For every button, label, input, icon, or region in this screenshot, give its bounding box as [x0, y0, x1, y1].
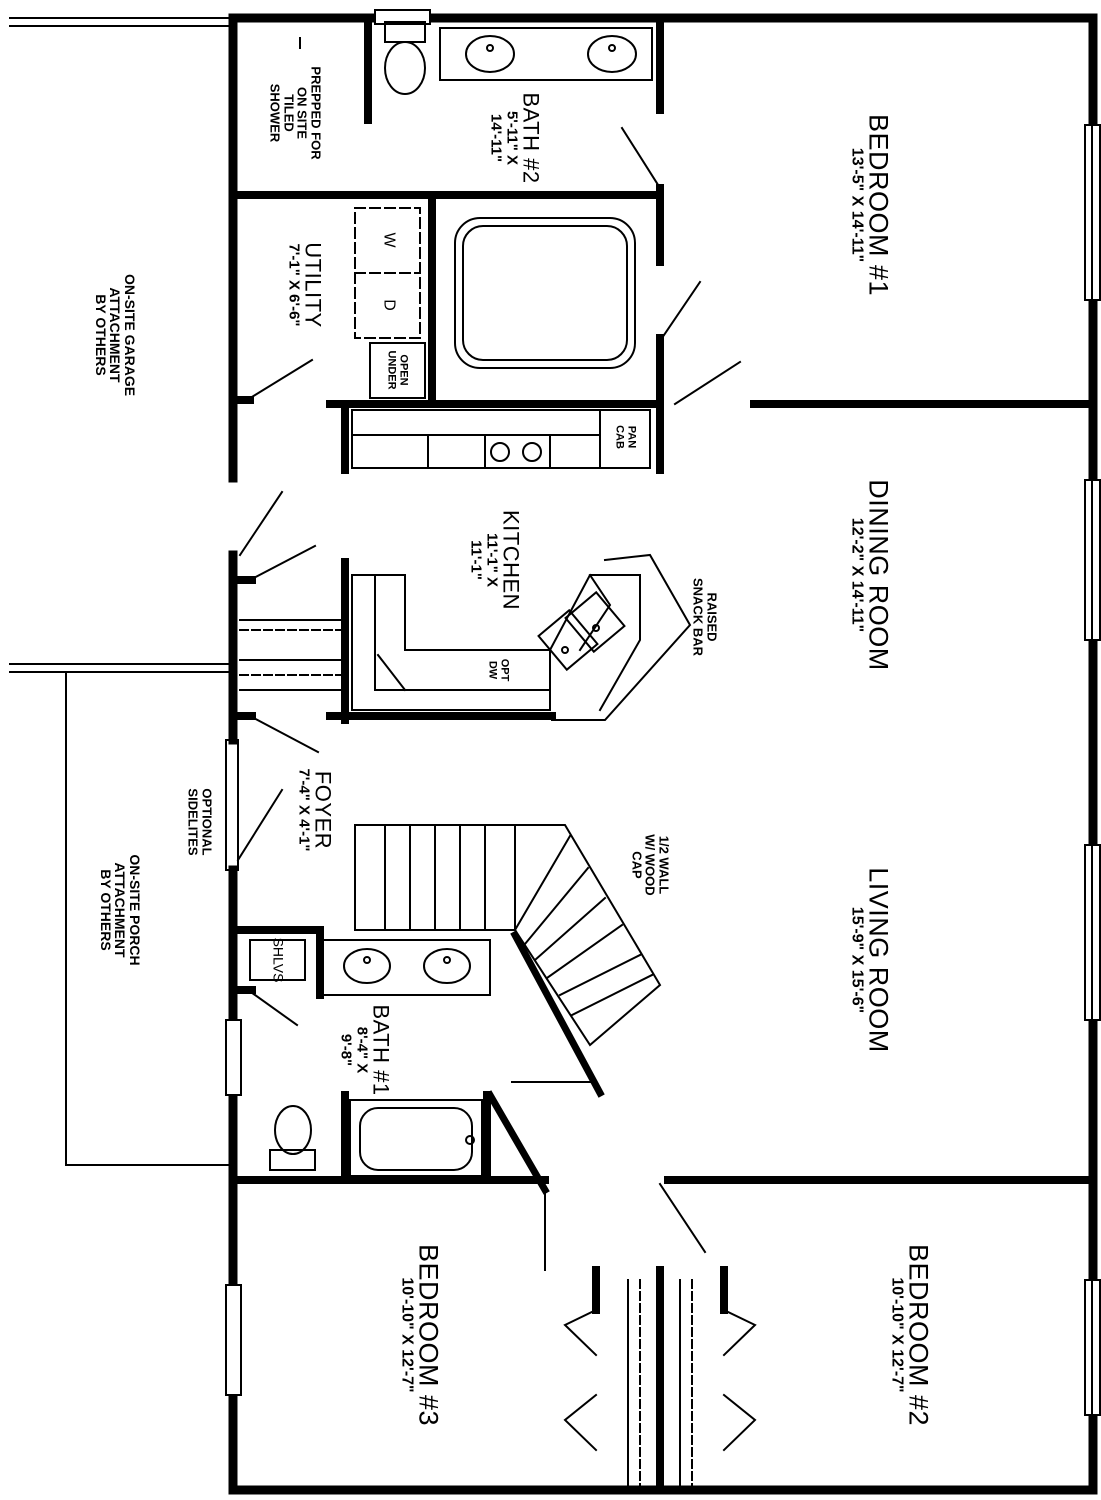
bath2-fixtures	[299, 21, 653, 369]
snack-bar-note: RAISED SNACK BAR	[691, 578, 720, 656]
interior-walls	[236, 21, 1093, 1494]
bedroom3-label: BEDROOM #3 10'-10" X 12'-7"	[398, 1243, 444, 1427]
washer-dryer	[354, 207, 421, 339]
bath2-label: BATH #2 5'-11" X 14'-11"	[487, 92, 544, 184]
foyer-label: FOYER 7'-4" X 4'-1"	[295, 768, 336, 852]
pan-cab-note: PAN CAB	[614, 425, 638, 449]
bath1-label: BATH #1 8'-4" X 9'-8"	[337, 1004, 394, 1096]
windows	[225, 9, 1101, 1416]
opt-dw-note: OPT DW	[487, 658, 511, 682]
stairs	[354, 824, 662, 1047]
open-under-note: OPEN UNDER	[386, 350, 410, 390]
garage-note: ON-SITE GARAGE ATTACHMENT BY OTHERS	[92, 273, 139, 397]
kitchen-label: KITCHEN 11'-1" X 11'-1"	[467, 509, 524, 611]
shelves-label: SHLVS	[270, 937, 287, 983]
bedroom2-label: BEDROOM #2 10'-10" X 12'-7"	[888, 1243, 934, 1427]
bath1-fixtures	[249, 939, 491, 1177]
kitchen-counters	[351, 409, 692, 721]
shower-note: PREPPED FOR ON SITE TILED SHOWER	[267, 66, 324, 160]
door-swings	[236, 126, 742, 1271]
attachment-lines	[9, 17, 239, 1166]
dryer-label: D	[380, 299, 398, 311]
half-wall-note: 1/2 WALL W/ WOOD CAP	[629, 834, 672, 896]
living-room-label: LIVING ROOM 15'-9" X 15'-6"	[848, 867, 894, 1053]
washer-label: W	[380, 232, 398, 248]
dining-room-label: DINING ROOM 12'-2" X 14'-11"	[848, 479, 894, 671]
porch-note: ON-SITE PORCH ATTACHMENT BY OTHERS	[97, 854, 144, 966]
sidelites-note: OPTIONAL SIDELITES	[186, 788, 215, 856]
utility-label: UTILITY 7'-1" X 6'-6"	[285, 242, 326, 328]
closets	[563, 1279, 757, 1489]
bedroom1-label: BEDROOM #1 13'-5" X 14'-11"	[848, 113, 894, 297]
